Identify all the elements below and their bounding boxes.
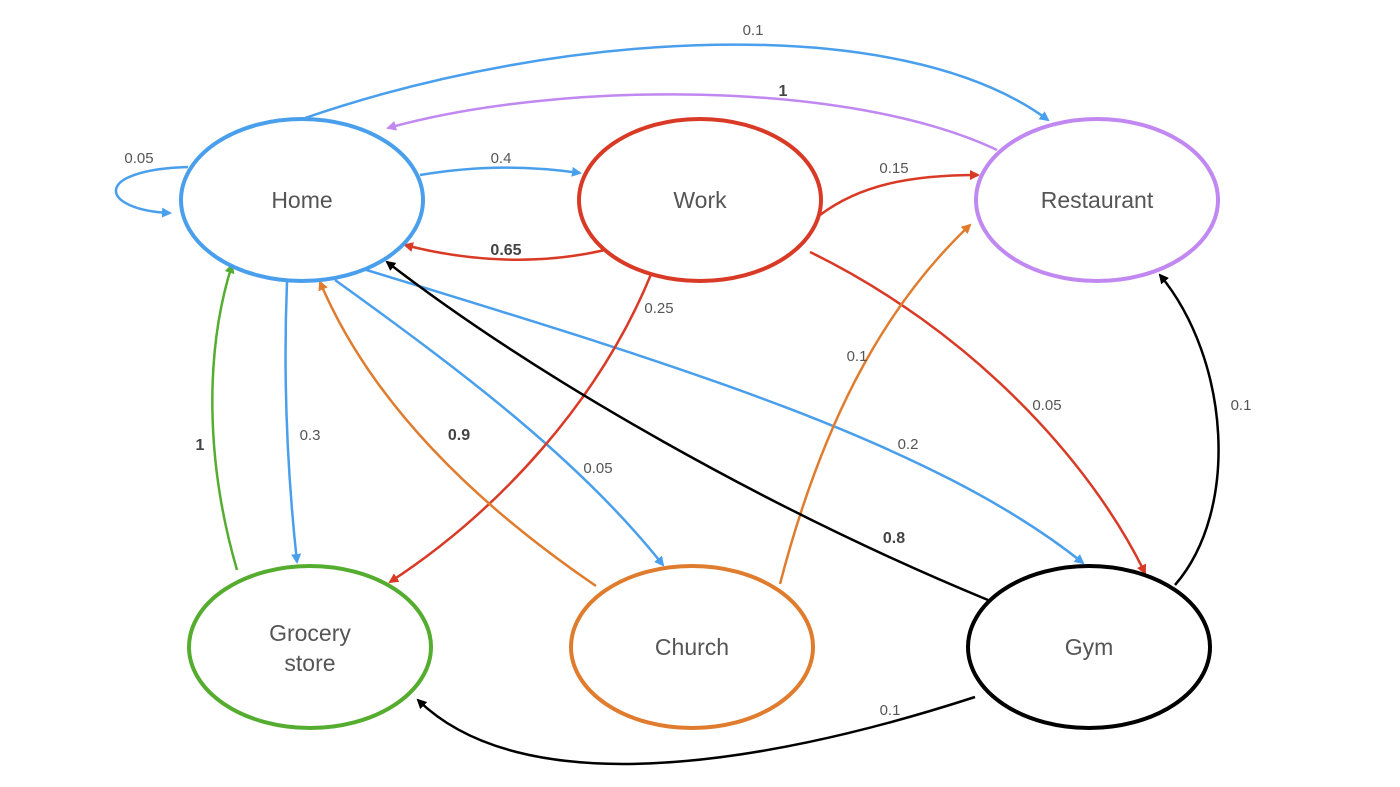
label-gym-grocery: 0.1 [880, 702, 901, 719]
label-work-restaurant: 0.15 [879, 160, 908, 177]
node-gym: Gym [966, 564, 1212, 730]
label-home-gym: 0.2 [898, 436, 919, 453]
edge-work-restaurant [819, 170, 980, 217]
label-work-home: 0.65 [490, 242, 521, 259]
node-grocery-label-line2: store [284, 650, 335, 676]
label-church-home: 0.9 [448, 427, 470, 444]
edge-home-grocery [284, 281, 302, 564]
node-home: Home [179, 117, 425, 283]
edge-work-home [403, 242, 606, 261]
node-church: Church [569, 564, 815, 730]
label-restaurant-home: 1 [779, 83, 788, 100]
node-grocery-label-line1: Grocery [269, 620, 351, 646]
edge-church-home [318, 280, 597, 588]
edge-grocery-home [211, 263, 239, 571]
node-work: Work [577, 117, 823, 283]
node-work-label: Work [673, 187, 727, 213]
edge-work-gym [809, 250, 1147, 575]
edge-home-gym [359, 266, 1085, 565]
edge-work-grocery [388, 271, 654, 584]
edge-gym-restaurant [1158, 273, 1220, 586]
label-home-church: 0.05 [583, 460, 612, 477]
node-home-label: Home [271, 187, 332, 213]
edge-home-work [419, 166, 582, 177]
label-home-restaurant: 0.1 [743, 22, 764, 39]
label-home-grocery: 0.3 [300, 427, 321, 444]
label-gym-restaurant: 0.1 [1231, 397, 1252, 414]
edge-gym-grocery [416, 695, 976, 766]
node-gym-label: Gym [1065, 634, 1114, 660]
node-church-label: Church [655, 634, 729, 660]
edge-gym-home [385, 260, 989, 602]
node-restaurant-label: Restaurant [1041, 187, 1154, 213]
edge-church-restaurant [778, 223, 972, 585]
label-grocery-home: 1 [196, 437, 205, 454]
label-home-work: 0.4 [491, 150, 512, 167]
edge-home-home [114, 165, 189, 218]
node-restaurant: Restaurant [974, 117, 1220, 283]
label-church-restaurant: 0.1 [847, 348, 868, 365]
label-work-gym: 0.05 [1032, 397, 1061, 414]
label-gym-home: 0.8 [883, 530, 905, 547]
label-home-home: 0.05 [124, 150, 153, 167]
label-work-grocery: 0.25 [644, 300, 673, 317]
node-grocery-store: Grocery store [187, 564, 433, 730]
edge-home-restaurant [304, 43, 1050, 122]
edge-restaurant-home [386, 93, 998, 152]
edge-home-church [334, 278, 665, 567]
